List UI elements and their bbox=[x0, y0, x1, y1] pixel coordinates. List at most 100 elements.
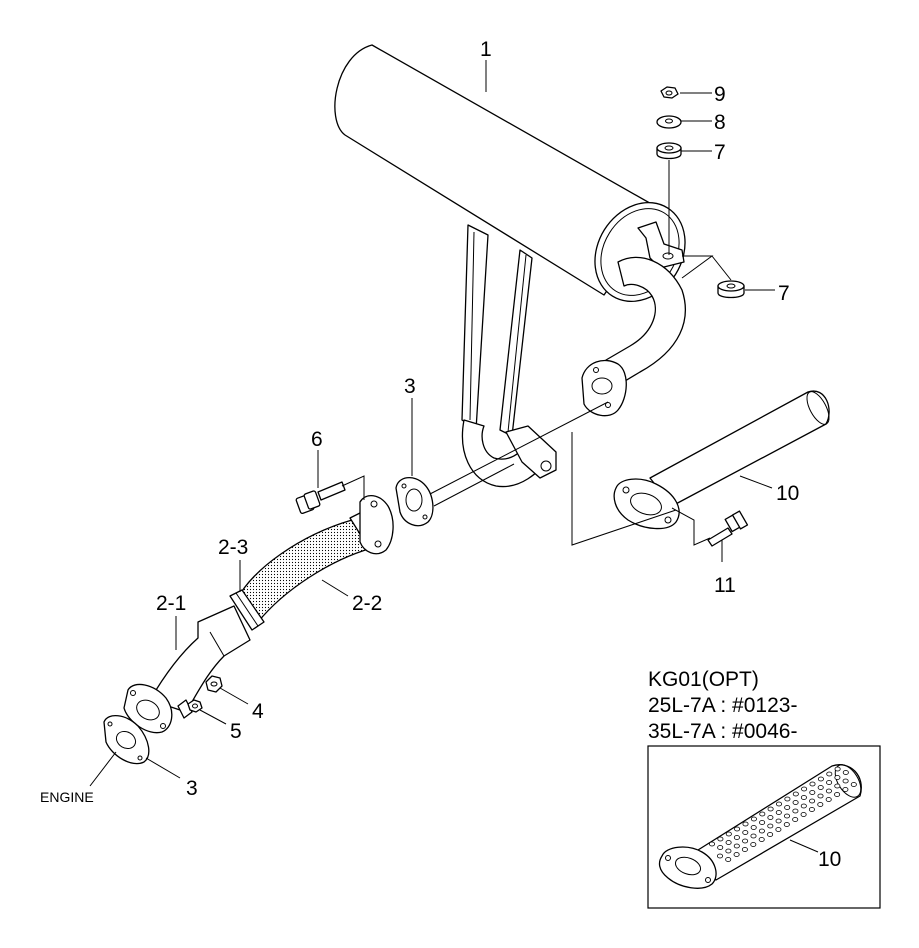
perforation-hole bbox=[725, 840, 732, 845]
perforation-hole bbox=[817, 802, 824, 807]
perforation-hole bbox=[809, 798, 816, 804]
perforation-hole bbox=[808, 807, 815, 812]
label-10-inset: 10 bbox=[818, 848, 841, 871]
perforation-hole bbox=[817, 785, 824, 790]
label-6: 6 bbox=[311, 428, 323, 451]
option-note: KG01(OPT) 25L-7A : #0123- 35L-7A : #0046… bbox=[648, 668, 797, 743]
perforation-hole bbox=[834, 792, 841, 797]
perforation-hole bbox=[750, 825, 757, 830]
gasket-lower bbox=[103, 715, 150, 765]
option-note-line2: 25L-7A : #0123- bbox=[648, 694, 797, 717]
perforation-hole bbox=[801, 786, 808, 792]
nut-4 bbox=[205, 675, 223, 693]
perforation-hole bbox=[725, 857, 732, 862]
label-2-3: 2-3 bbox=[218, 536, 248, 559]
hardware-stack bbox=[656, 86, 745, 299]
perforation-hole bbox=[792, 800, 799, 805]
perforations bbox=[709, 766, 857, 862]
perforation-hole bbox=[767, 823, 774, 829]
perforation-hole bbox=[800, 803, 807, 809]
perforation-hole bbox=[792, 808, 799, 814]
perforation-hole bbox=[834, 766, 841, 772]
label-2-1: 2-1 bbox=[156, 592, 186, 615]
perforation-hole bbox=[758, 837, 765, 842]
perforation-hole bbox=[784, 796, 791, 802]
bolt-11 bbox=[707, 510, 749, 547]
label-4: 4 bbox=[252, 700, 264, 723]
perforation-hole bbox=[783, 822, 790, 827]
label-7-mid: 7 bbox=[778, 282, 790, 305]
exhaust-pipe bbox=[123, 605, 251, 734]
muffler bbox=[334, 44, 686, 488]
perforation-hole bbox=[725, 831, 732, 837]
label-engine: ENGINE bbox=[40, 789, 94, 805]
perforation-hole bbox=[850, 782, 857, 787]
option-note-line1: KG01(OPT) bbox=[648, 668, 759, 691]
perforation-hole bbox=[826, 780, 833, 785]
perforation-hole bbox=[717, 845, 724, 850]
label-1: 1 bbox=[480, 38, 492, 61]
label-7-top: 7 bbox=[714, 141, 726, 164]
callout-labels: 1 9 8 7 7 3 6 10 11 2-3 2-2 2-1 4 5 3 EN… bbox=[40, 38, 799, 805]
flex-pipe bbox=[229, 495, 394, 631]
label-3-top: 3 bbox=[404, 375, 416, 398]
perforation-hole bbox=[758, 828, 765, 834]
perforation-hole bbox=[759, 820, 766, 825]
perforation-hole bbox=[767, 832, 774, 837]
perforation-hole bbox=[767, 806, 774, 812]
label-3-bottom: 3 bbox=[186, 777, 198, 800]
gasket-upper bbox=[395, 477, 434, 527]
perforation-hole bbox=[842, 778, 849, 784]
perforation-hole bbox=[784, 805, 791, 810]
perforation-hole bbox=[733, 843, 740, 849]
perforation-hole bbox=[775, 810, 782, 815]
perforation-hole bbox=[792, 791, 799, 797]
option-note-line3: 35L-7A : #0046- bbox=[648, 720, 797, 743]
perforation-hole bbox=[842, 787, 849, 792]
label-8: 8 bbox=[714, 111, 726, 134]
perforation-hole bbox=[733, 835, 740, 840]
leader-lines bbox=[89, 60, 775, 787]
perforation-hole bbox=[767, 815, 774, 820]
perforation-hole bbox=[834, 775, 841, 780]
perforation-hole bbox=[826, 771, 833, 777]
tail-pipe bbox=[613, 390, 830, 530]
perforation-hole bbox=[834, 783, 841, 789]
nut-5 bbox=[187, 699, 203, 713]
perforation-hole bbox=[750, 816, 757, 822]
perforation-hole bbox=[817, 776, 824, 782]
perforation-hole bbox=[800, 812, 807, 817]
perforation-hole bbox=[759, 811, 766, 817]
label-5: 5 bbox=[230, 720, 242, 743]
perforation-hole bbox=[809, 781, 816, 787]
perforation-hole bbox=[741, 847, 748, 852]
perforation-hole bbox=[742, 838, 749, 844]
perforation-hole bbox=[725, 848, 732, 854]
perforation-hole bbox=[742, 821, 749, 827]
bolt-6 bbox=[295, 481, 346, 514]
perforation-hole bbox=[717, 853, 724, 859]
perforation-hole bbox=[733, 852, 740, 857]
perforation-hole bbox=[792, 817, 799, 822]
label-2-2: 2-2 bbox=[352, 592, 382, 615]
perforation-hole bbox=[750, 842, 757, 847]
perforation-hole bbox=[809, 790, 816, 795]
perforation-hole bbox=[750, 833, 757, 839]
perforation-hole bbox=[784, 813, 791, 819]
perforation-hole bbox=[817, 793, 824, 799]
perforation-hole bbox=[800, 795, 807, 800]
perforation-hole bbox=[717, 836, 724, 842]
perforation-hole bbox=[776, 801, 783, 807]
perforation-hole bbox=[842, 770, 849, 775]
option-inset: 10 bbox=[647, 745, 881, 909]
perforation-hole bbox=[709, 841, 716, 847]
label-9: 9 bbox=[714, 83, 726, 106]
perforation-hole bbox=[825, 797, 832, 802]
perforation-hole bbox=[775, 818, 782, 824]
label-11: 11 bbox=[714, 574, 736, 597]
perforation-hole bbox=[825, 788, 832, 794]
perforation-hole bbox=[775, 827, 782, 832]
perforation-hole bbox=[742, 830, 749, 835]
